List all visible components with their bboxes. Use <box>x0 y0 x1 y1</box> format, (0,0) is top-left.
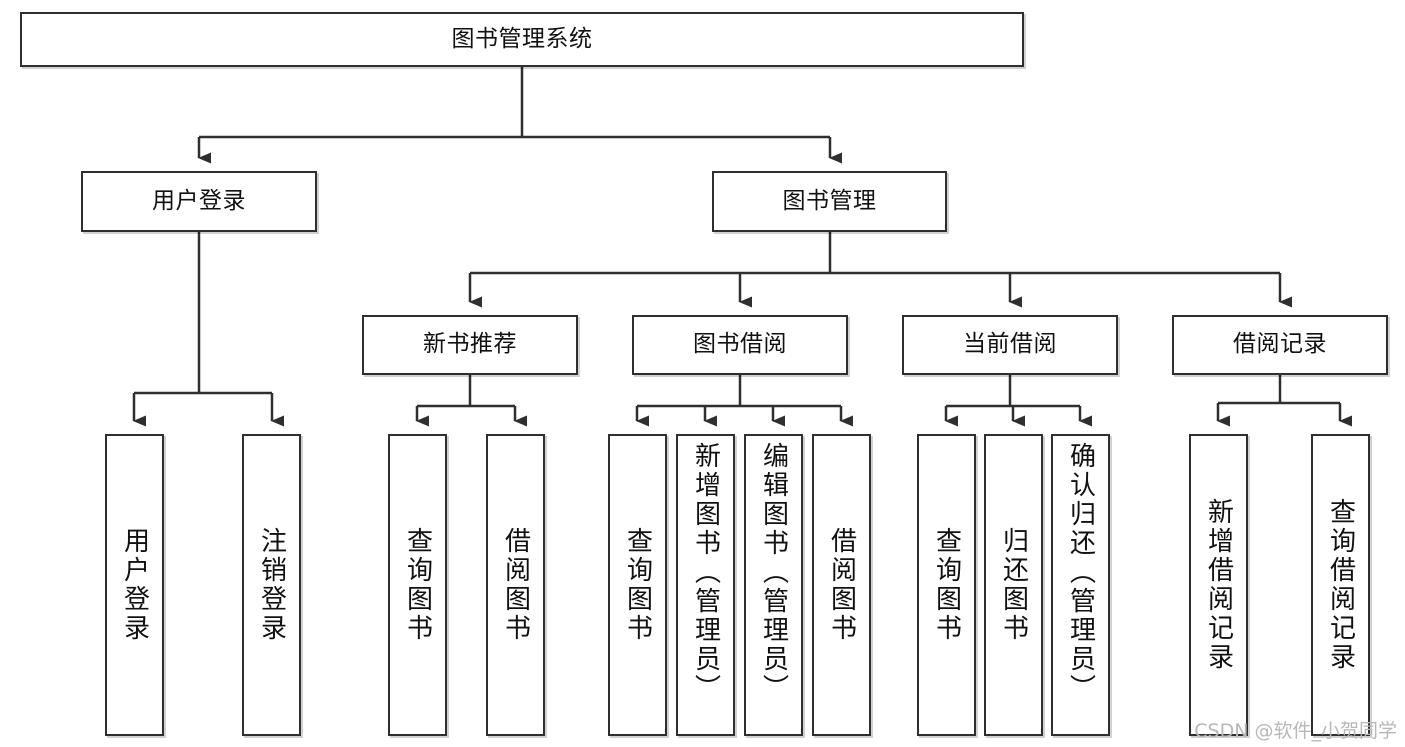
node-leaf-user-logout-label: 注销登录 <box>256 527 287 643</box>
node-leaf-return-book-label: 归还图书 <box>998 527 1029 643</box>
node-leaf-add-record-label: 新增借阅记录 <box>1203 498 1234 672</box>
node-current-borrow[interactable]: 当前借阅 <box>902 315 1118 375</box>
node-user-login-label: 用户登录 <box>152 187 246 214</box>
node-leaf-query-book-borrow[interactable]: 查询图书 <box>608 434 667 736</box>
node-leaf-query-book-rec[interactable]: 查询图书 <box>388 434 447 736</box>
node-leaf-query-book-rec-label: 查询图书 <box>402 527 433 643</box>
node-book-borrow-label: 图书借阅 <box>693 331 787 358</box>
node-root-label: 图书管理系统 <box>451 25 593 52</box>
node-leaf-add-book-label: 新增图书（管理员） <box>690 442 721 703</box>
node-leaf-query-record[interactable]: 查询借阅记录 <box>1311 434 1370 736</box>
node-leaf-query-book-cur-label: 查询图书 <box>931 527 962 643</box>
node-borrow-record-label: 借阅记录 <box>1233 331 1327 358</box>
node-new-book-rec-label: 新书推荐 <box>423 331 517 358</box>
node-new-book-rec[interactable]: 新书推荐 <box>362 315 578 375</box>
node-leaf-edit-book[interactable]: 编辑图书（管理员） <box>744 434 803 736</box>
node-leaf-user-logout[interactable]: 注销登录 <box>242 434 301 736</box>
node-leaf-borrow-book-label: 借阅图书 <box>826 527 857 643</box>
node-book-borrow[interactable]: 图书借阅 <box>632 315 848 375</box>
node-leaf-confirm-return[interactable]: 确认归还（管理员） <box>1051 434 1110 736</box>
node-root[interactable]: 图书管理系统 <box>20 12 1024 67</box>
node-leaf-borrow-book[interactable]: 借阅图书 <box>812 434 871 736</box>
node-leaf-add-record[interactable]: 新增借阅记录 <box>1189 434 1248 736</box>
node-book-manage[interactable]: 图书管理 <box>712 171 947 232</box>
node-leaf-return-book[interactable]: 归还图书 <box>984 434 1043 736</box>
node-leaf-borrow-book-rec[interactable]: 借阅图书 <box>486 434 545 736</box>
node-book-manage-label: 图书管理 <box>782 187 877 214</box>
node-leaf-user-login-label: 用户登录 <box>119 527 150 643</box>
node-borrow-record[interactable]: 借阅记录 <box>1172 315 1388 375</box>
node-user-login[interactable]: 用户登录 <box>81 171 317 232</box>
node-leaf-user-login[interactable]: 用户登录 <box>105 434 164 736</box>
node-leaf-query-book-cur[interactable]: 查询图书 <box>917 434 976 736</box>
node-leaf-query-record-label: 查询借阅记录 <box>1325 498 1356 672</box>
node-leaf-confirm-return-label: 确认归还（管理员） <box>1065 442 1096 703</box>
node-leaf-borrow-book-rec-label: 借阅图书 <box>500 527 531 643</box>
csdn-watermark: CSDN @软件_小贺同学 <box>1194 720 1397 742</box>
node-leaf-edit-book-label: 编辑图书（管理员） <box>758 442 789 703</box>
node-leaf-add-book[interactable]: 新增图书（管理员） <box>676 434 735 736</box>
node-leaf-query-book-borrow-label: 查询图书 <box>622 527 653 643</box>
node-current-borrow-label: 当前借阅 <box>963 331 1057 358</box>
